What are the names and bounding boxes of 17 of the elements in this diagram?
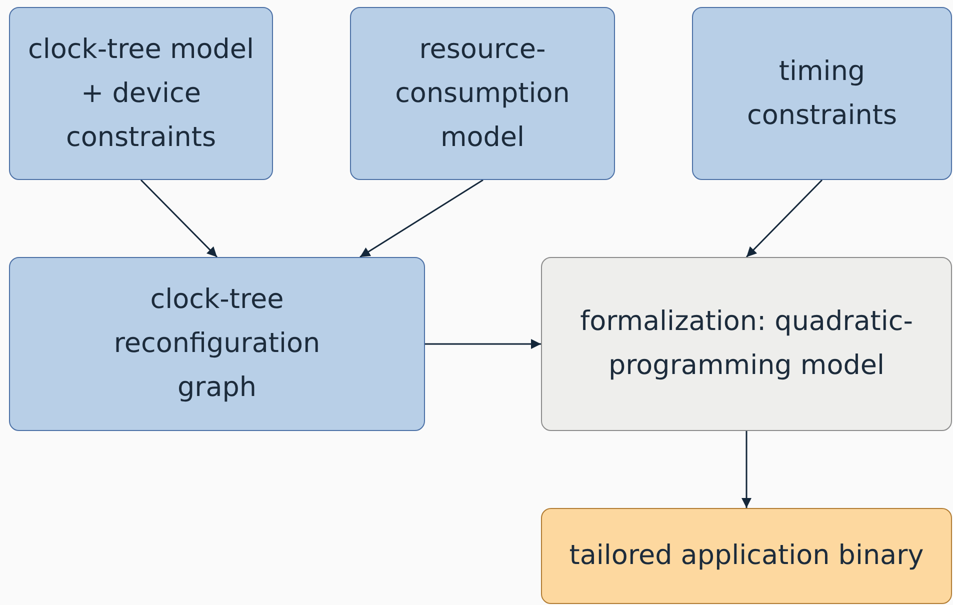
node-label: timing constraints [746,54,898,132]
input-box [692,7,952,180]
process-box [541,257,952,431]
input-box [350,7,615,180]
node-label: resource-consumption model [394,32,571,154]
node-label: formalization: quadratic-programming model [579,305,914,383]
arrow [746,179,823,258]
arrow [140,179,218,258]
node-label: tailored application binary [569,539,924,573]
arrow [360,179,484,258]
arrow [742,431,752,508]
input-box [9,257,425,431]
input-box [9,7,273,180]
output-box [541,508,952,604]
node-label: clock-tree model + device constraints [26,32,256,154]
node-label: clock-tree reconfiguration graph [112,283,322,405]
arrow [425,339,541,349]
